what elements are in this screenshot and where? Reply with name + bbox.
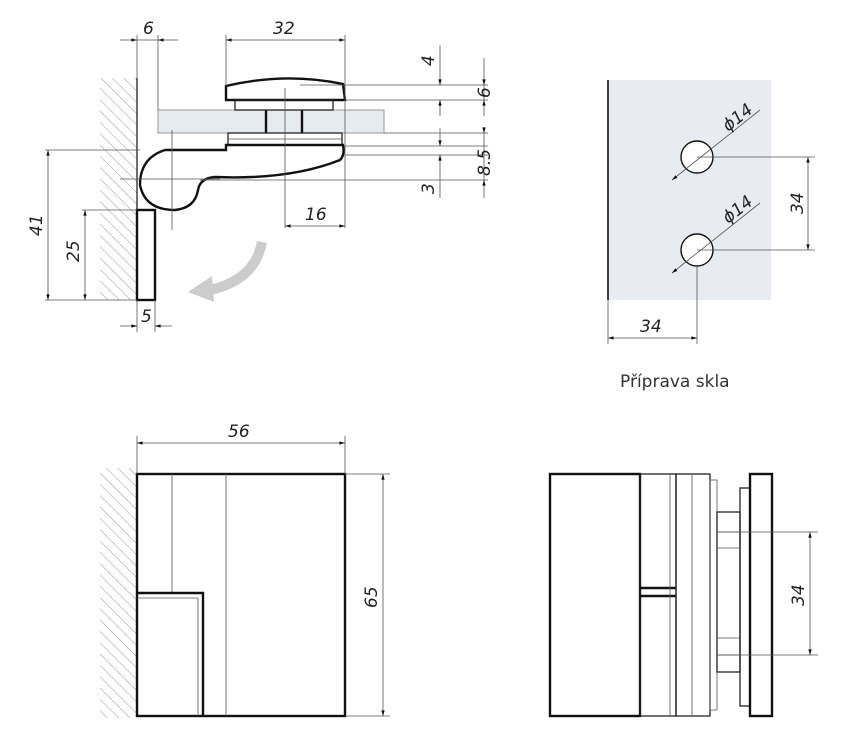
rotation-arrow-icon bbox=[188, 240, 267, 302]
dim-front-width: 56 bbox=[228, 422, 250, 442]
washers bbox=[716, 511, 741, 673]
dim-total-height: 41 bbox=[27, 214, 47, 236]
glass-panel bbox=[157, 109, 385, 134]
clamp-cap bbox=[224, 77, 347, 102]
wall-hatch bbox=[100, 468, 137, 718]
dim-cap-top: 4 bbox=[419, 55, 439, 66]
dim-cap-width: 32 bbox=[273, 19, 295, 39]
front-view: 56 65 bbox=[100, 422, 390, 718]
dim-edge-offset: 34 bbox=[640, 317, 662, 337]
hinge-body bbox=[138, 143, 345, 212]
upper-washer bbox=[234, 99, 334, 111]
dim-rear-hole-spacing: 34 bbox=[789, 584, 809, 606]
side-view: 6 32 16 5 41 25 4 6 8.5 3 bbox=[27, 19, 495, 332]
dim-half-width: 16 bbox=[305, 205, 327, 225]
mounting-plate bbox=[135, 208, 157, 302]
clamp-plate bbox=[675, 473, 711, 717]
dim-plate-height: 25 bbox=[64, 240, 84, 262]
glass-prep-caption: Příprava skla bbox=[620, 372, 730, 392]
dim-wall-gap: 6 bbox=[143, 19, 154, 39]
dim-body-height: 8.5 bbox=[475, 149, 495, 176]
dim-hole-spacing: 34 bbox=[788, 192, 808, 214]
dim-plate-thickness: 5 bbox=[141, 307, 152, 327]
wall-hatch bbox=[100, 78, 137, 300]
hinge-body-rear bbox=[548, 472, 642, 718]
cap-plate bbox=[748, 472, 774, 718]
dim-body-step: 3 bbox=[419, 183, 439, 194]
glass-preparation-view: ϕ14 ϕ14 34 34 Příprava skla bbox=[607, 80, 815, 392]
hinge-front bbox=[135, 472, 347, 718]
rear-view: 34 bbox=[548, 472, 818, 718]
dim-cap-height: 6 bbox=[475, 87, 495, 98]
dim-front-height: 65 bbox=[362, 586, 382, 608]
